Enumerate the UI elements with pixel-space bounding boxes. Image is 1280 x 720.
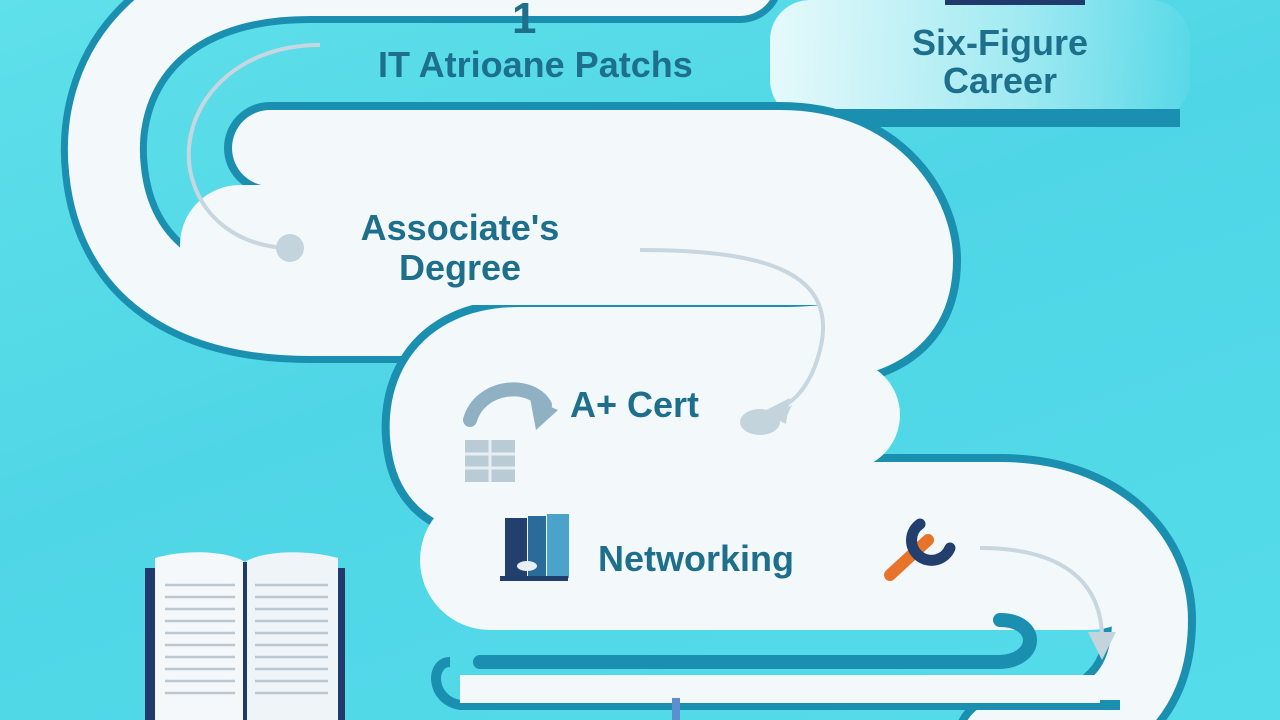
curved-arrow-icon [463,382,558,430]
road-surface-middle [232,110,1188,720]
bird-icon [740,405,792,435]
road-surface-bottom [460,675,1100,703]
step-number: 1 [512,0,537,43]
guide-arrow-right [639,248,826,412]
goal-line-1: Six-Figure [911,22,1089,63]
step-associates-line-2: Degree [398,247,522,288]
computer-icon [465,440,515,482]
step-networking-label: Networking [598,538,795,579]
step-aplus-label: A+ Cert [570,384,700,425]
book-icon [145,552,345,720]
goal-label: Six-Figure Career [880,24,1120,100]
road-edge-bottom [431,657,1120,710]
road-panel-associates [180,185,900,305]
step-associates-label: Associate's Degree [330,208,590,288]
goal-marker-bar [945,0,1085,5]
road-panel-networking [420,490,1160,630]
wrench-icon [884,518,956,581]
road-panel-aplus [420,360,900,470]
step-associates-line-1: Associate's [360,207,560,248]
guide-arrowhead-bottom [1088,632,1116,660]
goal-card [770,0,1190,120]
goal-line-2: Career [942,60,1058,101]
guide-arrow-left [186,43,321,250]
road-surface-upper [67,0,796,356]
guide-dot-left [276,234,304,262]
guide-arrow-bottom [979,546,1104,636]
diagram-title: IT Atrioane Patchs [378,44,693,85]
bottom-marker [672,698,680,720]
books-icon [500,514,569,581]
road-edge-networking [473,613,1037,669]
